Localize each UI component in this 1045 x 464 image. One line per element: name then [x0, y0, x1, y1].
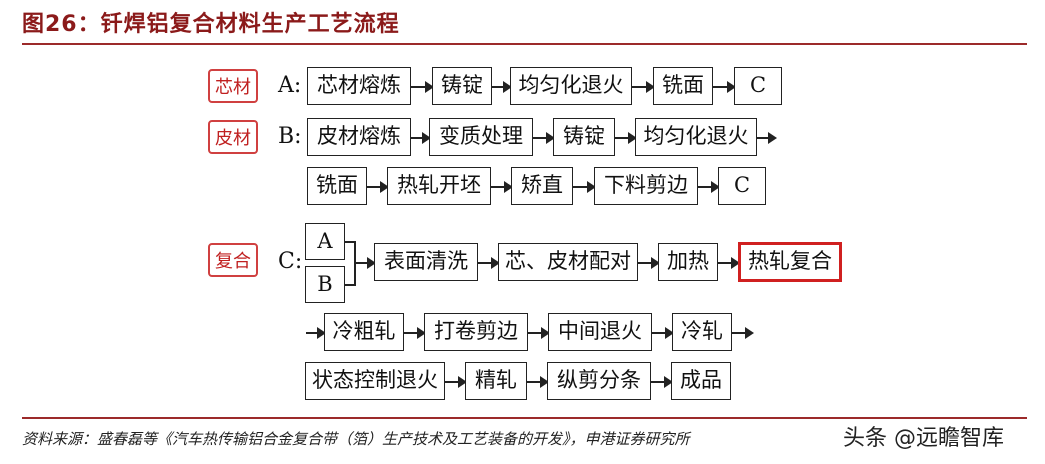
tag-skin: 皮材	[208, 120, 258, 154]
top-divider	[22, 43, 1027, 45]
step-homogenizing-annealing: 均匀化退火	[510, 67, 632, 105]
arrow	[355, 257, 376, 269]
arrow-continue	[757, 132, 777, 144]
arrow	[718, 257, 740, 269]
figure-title: 图26：钎焊铝复合材料生产工艺流程	[22, 12, 400, 37]
step-finish-rolling: 精轧	[465, 362, 527, 400]
step-finished-product: 成品	[671, 362, 731, 400]
arrow	[533, 132, 555, 144]
step-cold-rolling: 冷轧	[672, 313, 732, 351]
bottom-divider	[22, 417, 1027, 419]
step-coiling-trimming: 打卷剪边	[424, 313, 528, 351]
tag-core: 芯材	[208, 69, 258, 103]
tag-composite: 复合	[208, 243, 258, 277]
arrow	[527, 376, 549, 388]
step-ingot-casting-b: 铸锭	[553, 118, 615, 156]
step-cold-rough-rolling: 冷粗轧	[324, 313, 404, 351]
row-c-label: C:	[278, 249, 303, 274]
step-homogenizing-annealing-b: 均匀化退火	[635, 118, 757, 156]
step-hot-roll-bonding: 热轧复合	[738, 242, 842, 282]
step-cutting-trimming: 下料剪边	[594, 167, 698, 205]
input-a: A	[305, 223, 345, 260]
row-a-label: A:	[278, 73, 302, 98]
arrow	[713, 81, 736, 93]
arrow-continue	[732, 327, 754, 339]
row-b-label: B:	[278, 124, 302, 149]
step-surface-cleaning: 表面清洗	[374, 243, 478, 281]
step-core-melting: 芯材熔炼	[307, 67, 411, 105]
step-modification: 变质处理	[429, 118, 533, 156]
arrow	[528, 327, 550, 339]
step-to-c-b: C	[718, 167, 766, 205]
step-milling-b: 铣面	[307, 167, 367, 205]
step-temper-control-annealing: 状态控制退火	[305, 362, 445, 400]
arrow	[411, 132, 431, 144]
watermark: 头条 @远瞻智库	[843, 426, 1004, 451]
step-skin-melting: 皮材熔炼	[307, 118, 411, 156]
arrow	[573, 181, 596, 193]
arrow	[615, 132, 637, 144]
arrow	[638, 257, 660, 269]
arrow	[632, 81, 655, 93]
step-slitting: 纵剪分条	[547, 362, 651, 400]
merge-line-a	[345, 241, 355, 243]
arrow	[492, 81, 512, 93]
step-hot-rolling-breakdown: 热轧开坯	[387, 167, 491, 205]
step-core-skin-pairing: 芯、皮材配对	[498, 243, 638, 281]
source-note: 资料来源：盛春磊等《汽车热传输铝合金复合带（箔）生产技术及工艺装备的开发》，申港…	[22, 430, 690, 448]
step-straightening: 矫直	[511, 167, 573, 205]
arrow	[651, 376, 673, 388]
step-heating: 加热	[658, 243, 718, 281]
arrow	[652, 327, 674, 339]
step-ingot-casting: 铸锭	[432, 67, 492, 105]
step-to-c: C	[734, 67, 782, 105]
merge-line-b	[345, 284, 355, 286]
arrow	[411, 81, 434, 93]
arrow	[445, 376, 467, 388]
step-intermediate-annealing: 中间退火	[548, 313, 652, 351]
arrow-continue-in	[306, 327, 326, 339]
step-milling: 铣面	[653, 67, 713, 105]
arrow	[491, 181, 513, 193]
arrow	[478, 257, 500, 269]
input-b: B	[305, 266, 345, 303]
arrow	[404, 327, 426, 339]
arrow	[367, 181, 389, 193]
arrow	[698, 181, 720, 193]
